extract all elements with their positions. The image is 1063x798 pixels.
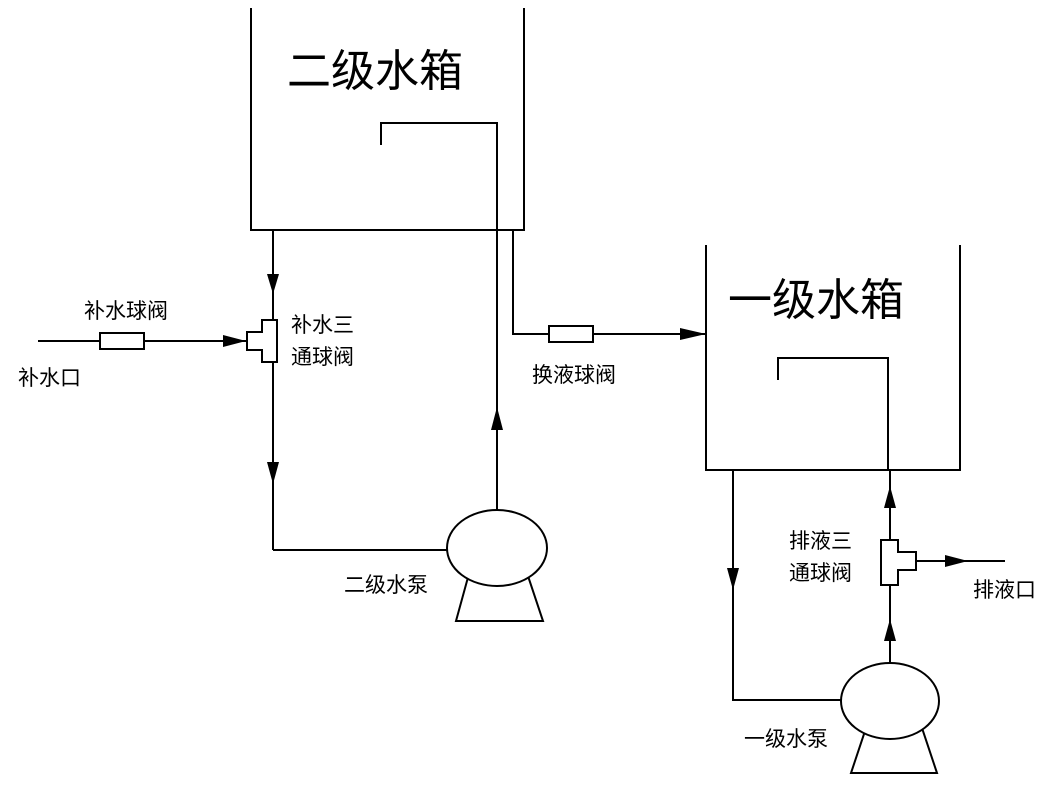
secondary-tank-label: 二级水箱 bbox=[287, 46, 463, 97]
makeup-ball-valve-label: 补水球阀 bbox=[84, 299, 168, 323]
flow-arrow-right bbox=[680, 328, 706, 340]
flow-arrow-down bbox=[267, 274, 279, 294]
flow-arrow-up bbox=[884, 619, 896, 641]
flow-arrow-right bbox=[223, 335, 246, 347]
flow-arrow-up bbox=[491, 407, 503, 430]
drain-three-way-label: 排液三 通球阀 bbox=[789, 529, 859, 585]
makeup-three-way-valve[interactable]: 补水三 通球阀 bbox=[246, 230, 361, 550]
makeup-ball-valve[interactable] bbox=[99, 332, 145, 350]
secondary-pump-label: 二级水泵 bbox=[344, 573, 428, 597]
secondary-tank: 二级水箱 bbox=[250, 8, 525, 231]
flow-arrow-down bbox=[267, 462, 279, 484]
primary-pump[interactable]: 一级水泵 bbox=[727, 470, 940, 774]
primary-pump-label: 一级水泵 bbox=[744, 727, 828, 751]
drain-outlet-label: 排液口 bbox=[973, 578, 1036, 602]
secondary-pump[interactable]: 二级水泵 bbox=[273, 230, 548, 622]
drain-three-way-valve[interactable]: 排液三 通球阀 排液口 bbox=[789, 470, 1036, 663]
flow-arrow-down bbox=[727, 568, 739, 590]
makeup-inlet-label: 补水口 bbox=[18, 366, 81, 390]
exchange-ball-valve-label: 换液球阀 bbox=[532, 363, 616, 387]
makeup-three-way-label: 补水三 通球阀 bbox=[291, 313, 361, 369]
exchange-ball-valve[interactable] bbox=[548, 325, 594, 343]
exchange-line: 换液球阀 bbox=[512, 230, 706, 387]
primary-tank: 一级水箱 bbox=[705, 245, 961, 471]
flow-arrow-up bbox=[884, 486, 896, 508]
flow-arrow-right bbox=[945, 555, 968, 567]
makeup-line: 补水球阀 补水口 bbox=[18, 299, 246, 390]
primary-tank-label: 一级水箱 bbox=[728, 275, 904, 326]
